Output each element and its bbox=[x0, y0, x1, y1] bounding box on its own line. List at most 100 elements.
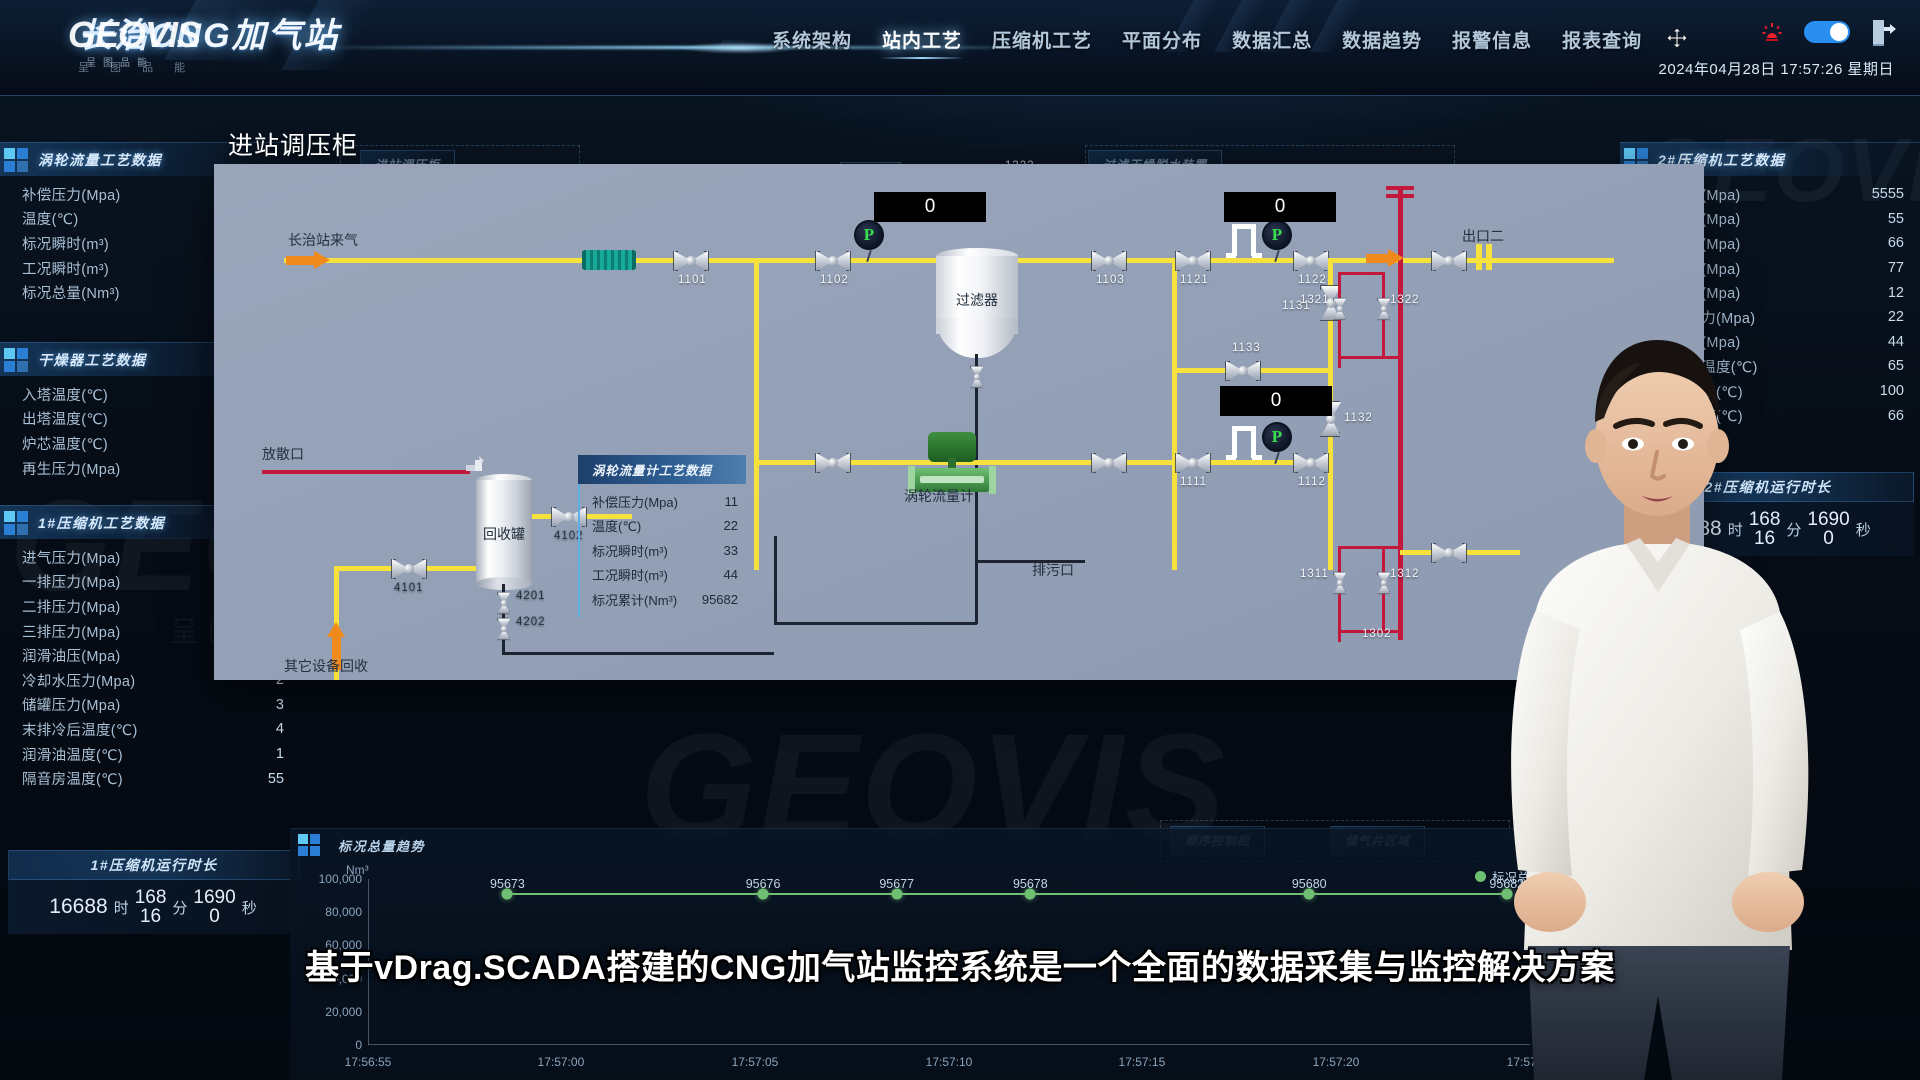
brand-logo-subtext: 呈图品能 bbox=[86, 58, 154, 69]
valve-tag-1131: 1131 bbox=[1282, 300, 1311, 312]
runtime-header: 1#压缩机运行时长 bbox=[8, 850, 300, 880]
chart-point[interactable] bbox=[757, 888, 769, 900]
runtime-minutes-bottom-2: 16 bbox=[1753, 528, 1776, 549]
valve-tag-4202: 4202 bbox=[516, 616, 546, 628]
recovery-tank[interactable]: 回收罐 bbox=[476, 474, 532, 590]
nav-item-data-trend[interactable]: 数据趋势 bbox=[1342, 31, 1423, 52]
main-nav[interactable]: 系统架构 站内工艺 压缩机工艺 平面分布 数据汇总 数据趋势 报警信息 报表查询 bbox=[770, 24, 1644, 59]
valve-1111[interactable] bbox=[1175, 453, 1211, 473]
valve-1321[interactable] bbox=[1333, 297, 1347, 321]
row-key: 再生压力(Mpa) bbox=[22, 461, 121, 478]
valve-4202[interactable] bbox=[497, 617, 511, 641]
pressure-gauge-1[interactable]: P bbox=[854, 220, 884, 263]
pipe-tank-drain-horiz bbox=[502, 652, 774, 655]
control-gate-2[interactable] bbox=[1226, 426, 1264, 460]
valve-1131[interactable] bbox=[1320, 285, 1341, 321]
pipe-branch-mid-vert bbox=[1172, 258, 1177, 570]
valve-lower-outlet[interactable] bbox=[1431, 543, 1467, 563]
runtime-compressor-1: 1#压缩机运行时长 16688 时 168 16 分 1690 0 秒 bbox=[8, 850, 300, 934]
runtime-seconds-bottom-1: 0 bbox=[209, 906, 220, 927]
chart-point[interactable] bbox=[1024, 888, 1036, 900]
valve-1122[interactable] bbox=[1293, 251, 1329, 271]
nav-item-compressor-process[interactable]: 压缩机工艺 bbox=[992, 31, 1093, 52]
chart-x-ticks: 17:56:55 17:57:00 17:57:05 17:57:10 17:5… bbox=[345, 1045, 1554, 1079]
filter-tank[interactable]: 过滤器 bbox=[936, 246, 1018, 361]
pipe-branch-left-vert bbox=[754, 258, 759, 570]
valve-1103[interactable] bbox=[1091, 251, 1127, 271]
nav-item-report-query[interactable]: 报表查询 bbox=[1562, 31, 1643, 52]
row-key: 进气压力(Mpa) bbox=[22, 550, 121, 567]
valve-tag-1121: 1121 bbox=[1180, 274, 1209, 286]
data-row: 出塔温度(℃) bbox=[22, 407, 284, 432]
nav-item-alarm-info[interactable]: 报警信息 bbox=[1452, 31, 1533, 52]
valve-1312[interactable] bbox=[1377, 571, 1391, 595]
overlay-value: 95682 bbox=[701, 591, 738, 607]
data-row: 冷却水压力(Mpa)2 bbox=[22, 668, 284, 693]
overlay-header: 涡轮流量计工艺数据 bbox=[578, 455, 746, 484]
data-row: 润滑油温度(℃)1 bbox=[22, 742, 284, 767]
valve-1121[interactable] bbox=[1175, 251, 1211, 271]
valve-outlet[interactable] bbox=[1431, 251, 1467, 271]
runtime-hours-unit-1: 时 bbox=[113, 899, 129, 917]
turbine-flow-meter[interactable] bbox=[908, 432, 996, 494]
valve-4102[interactable] bbox=[551, 507, 587, 527]
valve-4101[interactable] bbox=[391, 559, 427, 579]
gauge-letter: P bbox=[1271, 225, 1283, 244]
valve-tag-4102: 4102 bbox=[554, 530, 584, 542]
header-datetime: 2024年04月28日 17:57:26 星期日 bbox=[1658, 61, 1894, 78]
row-key: 补偿压力(Mpa) bbox=[22, 187, 121, 204]
chart-point[interactable] bbox=[1303, 888, 1315, 900]
panel-body: 进气压力(Mpa)44 一排压力(Mpa)5 二排压力(Mpa)6 三排压力(M… bbox=[0, 539, 300, 797]
runtime-title-2: 2#压缩机运行时长 bbox=[1704, 479, 1832, 495]
control-gate-1[interactable] bbox=[1226, 224, 1264, 258]
strainer-element bbox=[582, 250, 636, 270]
runtime-minutes-stack-1: 168 16 bbox=[135, 888, 167, 926]
chart-point-label: 95673 bbox=[490, 876, 525, 891]
runtime-hours-unit-2: 时 bbox=[1727, 521, 1743, 539]
valve-tag-4101: 4101 bbox=[394, 582, 424, 594]
data-row: 再生压力(Mpa) bbox=[22, 456, 284, 481]
data-row: 炉芯温度(℃) bbox=[22, 431, 284, 456]
nav-item-station-process[interactable]: 站内工艺 bbox=[880, 24, 965, 59]
chart-ytick: 40,000 bbox=[325, 971, 362, 986]
lcd-display-1: 0 bbox=[874, 192, 986, 222]
chart-xtick: 17:57:05 bbox=[731, 1055, 779, 1069]
red-cap-bar-1 bbox=[1386, 186, 1414, 190]
pressure-gauge-3[interactable]: P bbox=[1262, 422, 1292, 465]
chart-point-label: 95682 bbox=[1489, 876, 1525, 891]
logout-icon[interactable] bbox=[1870, 18, 1896, 46]
chart-point-label: 95676 bbox=[745, 876, 781, 891]
valve-1322[interactable] bbox=[1377, 297, 1391, 321]
valve-1133[interactable] bbox=[1225, 361, 1261, 381]
valve-1311[interactable] bbox=[1333, 571, 1347, 595]
overlay-value: 22 bbox=[723, 518, 738, 534]
pressure-gauge-2[interactable]: P bbox=[1262, 220, 1292, 263]
alarm-toggle-switch[interactable] bbox=[1804, 21, 1850, 43]
nav-item-system-architecture[interactable]: 系统架构 bbox=[772, 31, 853, 52]
valve-filter-drain[interactable] bbox=[970, 365, 984, 389]
valve-1112[interactable] bbox=[1293, 453, 1329, 473]
valve-lower-1[interactable] bbox=[815, 453, 851, 473]
valve-1102[interactable] bbox=[815, 251, 851, 271]
valve-1101[interactable] bbox=[673, 251, 709, 271]
nav-item-layout[interactable]: 平面分布 bbox=[1122, 31, 1203, 52]
valve-4201[interactable] bbox=[497, 591, 511, 615]
chart-point[interactable] bbox=[1501, 888, 1513, 900]
nav-item-data-summary[interactable]: 数据汇总 bbox=[1232, 31, 1313, 52]
row-key: 一排压力(Mpa) bbox=[22, 575, 121, 592]
brand-block: 长治CNG加气站 呈 图 品 能 GEOVIS 呈图品能 bbox=[68, 8, 340, 75]
overlay-key: 补偿压力(Mpa) bbox=[592, 494, 678, 510]
alarm-siren-icon[interactable] bbox=[1760, 20, 1784, 44]
move-cursor-icon bbox=[1666, 27, 1688, 50]
header-glow-dot bbox=[680, 42, 800, 54]
runtime-seconds-top-2: 1690 bbox=[1807, 509, 1850, 530]
chart-point[interactable] bbox=[501, 888, 513, 900]
chart-y-axis bbox=[368, 879, 369, 1045]
video-subtitle: 基于vDrag.SCADA搭建的CNG加气站监控系统是一个全面的数据采集与监控解… bbox=[305, 949, 1615, 987]
valve-lower-2[interactable] bbox=[1091, 453, 1127, 473]
pipe-1311-top bbox=[1338, 546, 1400, 549]
chart-point[interactable] bbox=[891, 888, 903, 900]
row-key: 入塔温度(℃) bbox=[22, 387, 109, 404]
outlet-arrow-head bbox=[1388, 249, 1404, 267]
